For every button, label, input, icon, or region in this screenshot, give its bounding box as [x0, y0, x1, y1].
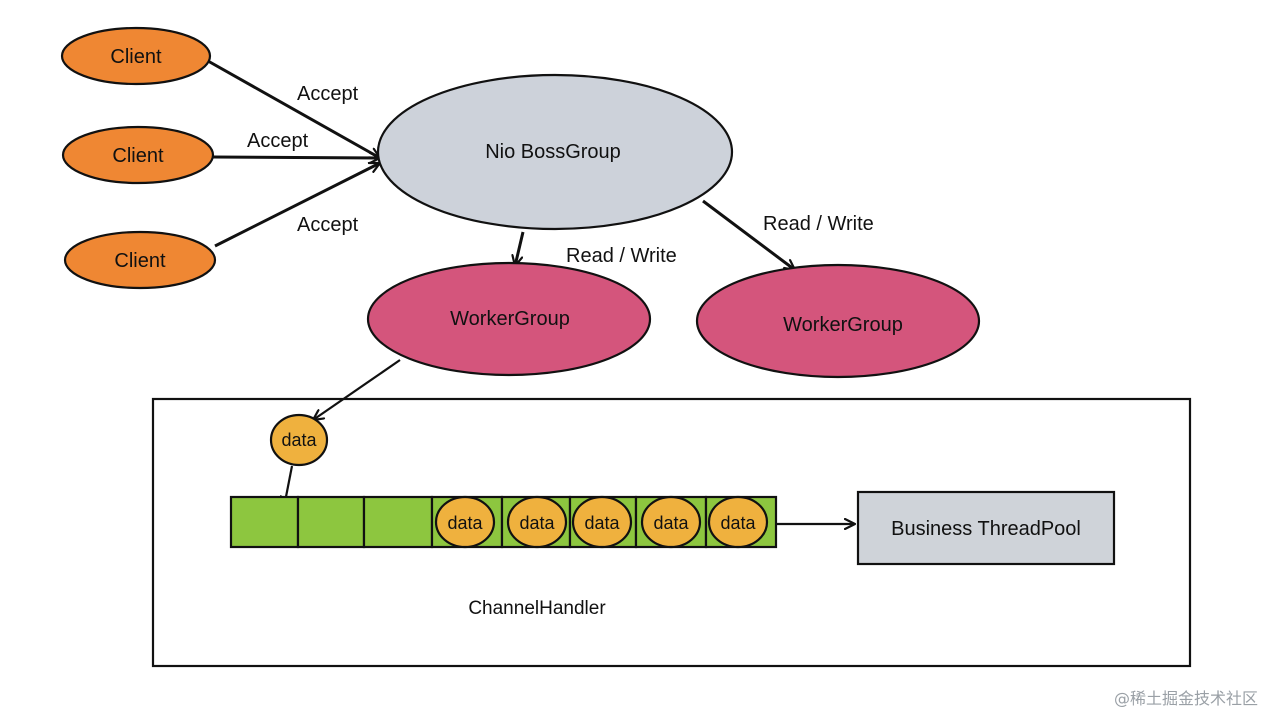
- boss-group-label: Nio BossGroup: [485, 141, 621, 163]
- queue-slot-data: data: [430, 495, 504, 549]
- accept-label-1: Accept: [297, 83, 359, 105]
- channel-handler-container: [151, 397, 1192, 668]
- accept-edge-1: [207, 59, 380, 160]
- client-node: Client: [60, 26, 212, 86]
- client-label: Client: [112, 145, 164, 167]
- queue-data-label: data: [447, 513, 483, 533]
- client-label: Client: [114, 250, 166, 272]
- read-write-edge-1: [515, 231, 525, 266]
- queue-slot-empty: [296, 495, 366, 549]
- accept-edge-3: [214, 161, 380, 248]
- queue-data-label: data: [584, 513, 620, 533]
- worker-group-label: WorkerGroup: [783, 314, 903, 336]
- queue-slot-data: data: [500, 495, 572, 549]
- worker-group-label: WorkerGroup: [450, 308, 570, 330]
- queue-data-label: data: [720, 513, 756, 533]
- client-label: Client: [110, 46, 162, 68]
- queue-slot-empty: [229, 495, 300, 549]
- read-write-label-1: Read / Write: [566, 245, 677, 267]
- queue: data data data data data: [229, 495, 778, 549]
- read-write-edge-2: [702, 199, 795, 272]
- queue-slot-data: data: [634, 495, 708, 549]
- client-node: Client: [61, 125, 215, 185]
- accept-label-3: Accept: [297, 214, 359, 236]
- incoming-data-node: data: [269, 413, 329, 467]
- worker-group-node: WorkerGroup: [366, 261, 652, 377]
- watermark: @稀土掘金技术社区: [1113, 689, 1258, 708]
- worker-group-node: WorkerGroup: [695, 263, 981, 379]
- business-threadpool-label: Business ThreadPool: [891, 518, 1081, 540]
- incoming-data-label: data: [281, 430, 317, 450]
- queue-slot-data: data: [704, 495, 778, 549]
- business-threadpool-node: Business ThreadPool: [856, 490, 1116, 566]
- worker-to-data-edge: [313, 359, 401, 420]
- channel-handler-label: ChannelHandler: [468, 598, 606, 619]
- accept-label-2: Accept: [247, 130, 309, 152]
- read-write-label-2: Read / Write: [763, 213, 874, 235]
- boss-group-node: Nio BossGroup: [376, 73, 734, 231]
- client-node: Client: [63, 230, 217, 290]
- queue-slot-empty: [362, 495, 434, 549]
- accept-edge-2: [212, 157, 380, 158]
- queue-data-label: data: [519, 513, 555, 533]
- queue-data-label: data: [653, 513, 689, 533]
- queue-slot-data: data: [568, 495, 638, 549]
